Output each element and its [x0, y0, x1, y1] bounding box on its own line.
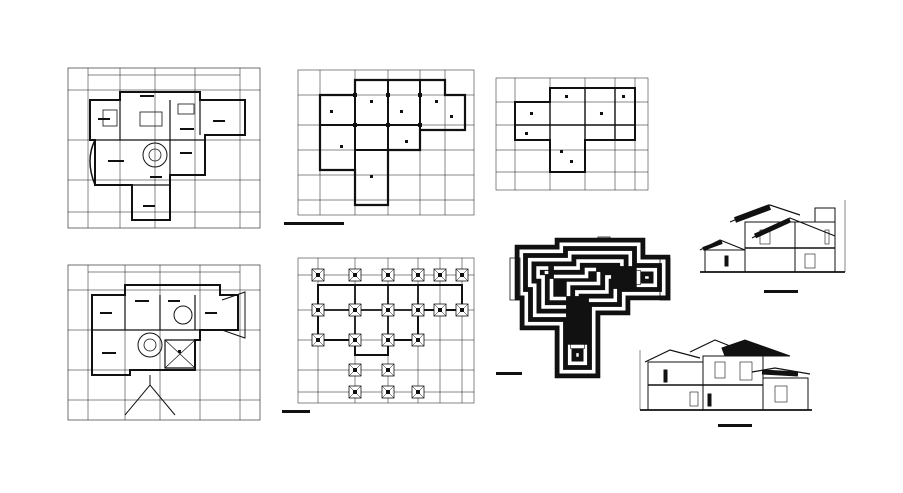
- roof-hatch-ring: [548, 266, 637, 345]
- column-stub: [416, 338, 420, 342]
- column-stub: [353, 368, 357, 372]
- column-stub: [416, 390, 420, 394]
- column-stub: [316, 273, 320, 277]
- column-stub: [460, 273, 464, 277]
- column-stub: [416, 308, 420, 312]
- column-stub: [386, 308, 390, 312]
- section-elevation-a: [699, 200, 846, 273]
- beam-layout-a: [297, 69, 475, 216]
- roof-plan-caption: [496, 372, 522, 375]
- column-footing-caption: [282, 410, 310, 413]
- beam-layout-b: [495, 77, 649, 191]
- column-stub: [386, 368, 390, 372]
- section-elevation-b: [639, 339, 812, 411]
- column-stub: [386, 390, 390, 394]
- column-stub: [353, 390, 357, 394]
- section-b-caption: [718, 424, 752, 427]
- column-stub: [353, 338, 357, 342]
- column-stub: [316, 308, 320, 312]
- column-stub: [438, 273, 442, 277]
- column-stub: [386, 338, 390, 342]
- ground-floor-plan: [67, 67, 261, 229]
- column-stub: [353, 273, 357, 277]
- column-stub: [438, 308, 442, 312]
- column-stub: [316, 338, 320, 342]
- column-footing-plan: [297, 257, 475, 404]
- first-floor-plan: [67, 264, 261, 421]
- column-stub: [353, 308, 357, 312]
- column-stub: [416, 273, 420, 277]
- section-a-caption: [764, 290, 798, 293]
- roof-plan: [509, 236, 671, 379]
- column-stub: [386, 273, 390, 277]
- beam-layout-a-caption: [284, 222, 344, 225]
- column-stub: [460, 308, 464, 312]
